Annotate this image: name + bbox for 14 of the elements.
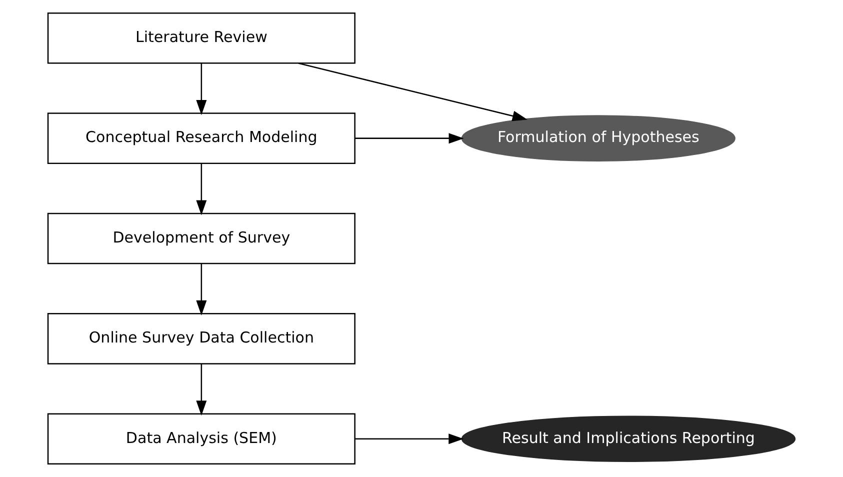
arrow bbox=[298, 62, 528, 122]
arrow bbox=[196, 364, 207, 416]
arrow bbox=[354, 133, 464, 144]
node-box: Literature Review bbox=[47, 12, 356, 64]
node-box: Data Analysis (SEM) bbox=[47, 413, 356, 465]
arrow bbox=[354, 434, 464, 444]
arrow bbox=[196, 64, 207, 116]
arrow bbox=[196, 164, 207, 216]
arrow bbox=[196, 264, 207, 316]
node-ellipse: Result and Implications Reporting bbox=[461, 416, 796, 462]
node-box: Development of Survey bbox=[47, 212, 356, 264]
node-ellipse: Formulation of Hypotheses bbox=[461, 115, 736, 162]
node-box: Conceptual Research Modeling bbox=[47, 112, 356, 164]
node-box: Online Survey Data Collection bbox=[47, 313, 356, 364]
